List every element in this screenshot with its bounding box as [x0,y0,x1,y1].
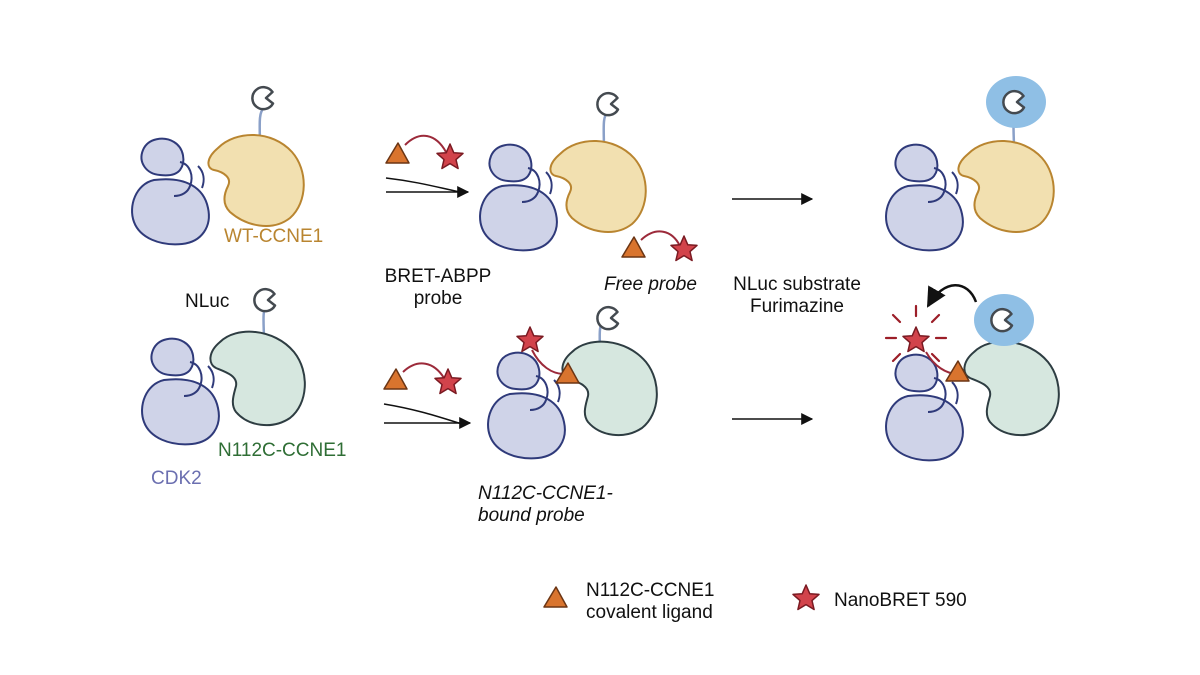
probe-addition-bottom [383,362,472,429]
probe-addition-top [385,134,470,198]
label-nluc: NLuc [185,291,230,312]
legend-dye-icon [792,584,820,611]
energy-transfer-arrow [926,284,978,308]
legend-ligand-label: N112C-CCNE1 covalent ligand [586,580,715,623]
nluc-enzyme-icon [596,305,620,331]
label-free-probe: Free probe [604,274,697,295]
nluc-enzyme-icon [253,287,277,313]
label-bound-probe: N112C-CCNE1- bound probe [478,483,613,526]
emission-burst [884,304,948,363]
legend-ligand-icon [543,586,568,608]
label-nluc-substrate: NLuc substrate Furimazine [733,274,861,317]
n112c-ccne1-complex-bret [884,284,1060,462]
legend-dye-label: NanoBRET 590 [834,590,967,611]
nluc-enzyme-icon [596,91,620,117]
n112c-ccne1-complex-probe-bound [487,305,658,460]
label-n112c-ccne1: N112C-CCNE1 [218,440,347,461]
wt-ccne1-complex-luminescent [885,76,1055,252]
wt-ccne1-complex [131,85,305,246]
label-cdk2: CDK2 [151,468,202,489]
n112c-ccne1-complex [141,287,306,446]
free-probe [621,230,698,262]
label-bret-abpp-probe: BRET-ABPP probe [384,266,492,309]
wt-ccne1-complex-probe-unbound [479,91,647,252]
label-wt-ccne1: WT-CCNE1 [224,226,324,247]
nluc-enzyme-icon [251,85,275,111]
